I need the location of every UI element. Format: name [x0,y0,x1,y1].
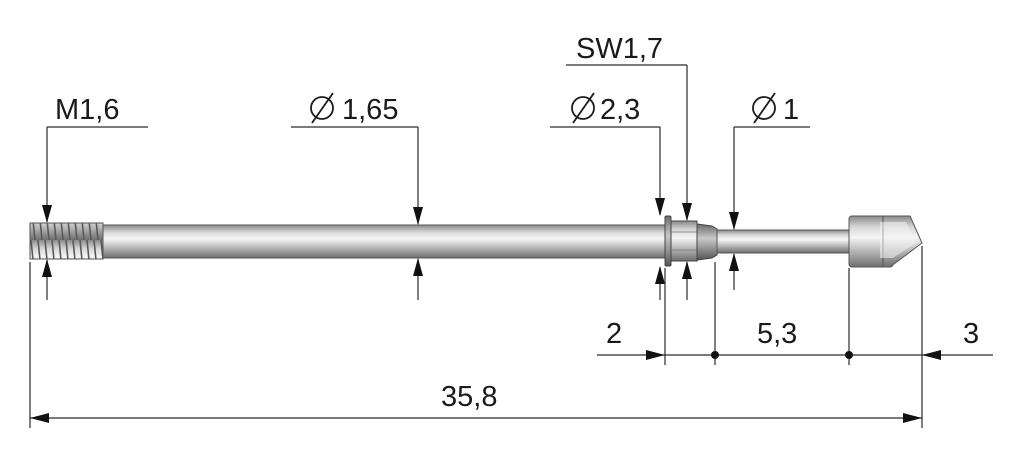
thread-label: M1,6 [55,94,119,126]
collar [664,215,672,267]
collar-diameter-dimension: 2,3 [550,92,665,300]
neck-section [696,223,718,261]
hex-section [670,220,698,262]
main-shaft [102,224,666,259]
extension-lines [29,246,923,428]
length-chain-dimension: 2 5,3 3 [597,318,993,360]
wrench-size-label: SW1,7 [576,33,663,65]
shaft-diameter-dimension: 1,65 [291,92,423,300]
tip-diameter-label: 1 [783,94,799,126]
collar-diameter-label: 2,3 [600,94,640,126]
collar-length-label: 2 [606,318,622,350]
overall-length-dimension: 35,8 [30,381,922,423]
diameter-symbol-icon [310,92,334,124]
shaft-diameter-label: 1,65 [342,94,398,126]
thread-dimension: M1,6 [42,94,148,300]
wrench-size-dimension: SW1,7 [566,33,692,300]
diameter-symbol-icon [571,92,595,124]
head-length-label: 3 [963,318,979,350]
tip-shaft [716,229,850,254]
pin-part [29,215,923,268]
tip-diameter-dimension: 1 [729,92,810,290]
overall-length-label: 35,8 [441,381,497,413]
tip-section-length-label: 5,3 [757,318,797,350]
threaded-section [29,222,104,260]
diameter-symbol-icon [752,92,776,124]
